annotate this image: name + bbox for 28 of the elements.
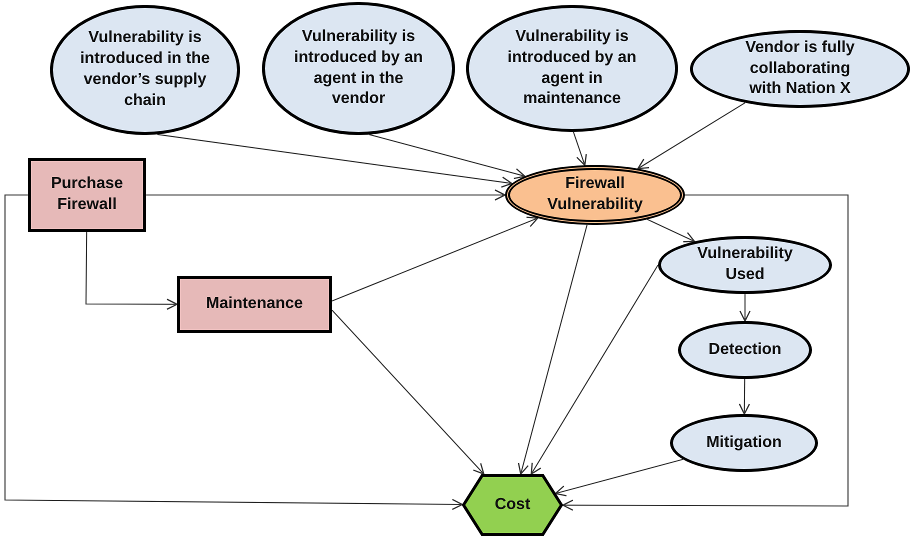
event-double-ellipse: [505, 165, 685, 225]
node-label: Vulnerability Used: [696, 244, 794, 285]
arrow: [146, 189, 506, 201]
arrow: [518, 224, 588, 475]
node-label: Maintenance: [206, 294, 303, 314]
arrow: [332, 216, 538, 302]
arrow: [85, 232, 178, 310]
arrow: [369, 134, 526, 180]
utility-hexagon: [462, 474, 563, 536]
node-label: Vendor is fully collaborating with Nation X: [744, 38, 856, 100]
node-label: Vulnerability is introduced by an agent in maintenance: [507, 26, 637, 110]
node-label: Vulnerability is introduced by an agent in the vendor: [293, 26, 424, 110]
node-label: Detection: [708, 340, 782, 360]
arrow: [530, 264, 658, 475]
node-label: Purchase Firewall: [50, 174, 124, 215]
arrow: [332, 310, 484, 475]
arrow: [738, 379, 750, 415]
node-label: Mitigation: [706, 432, 782, 453]
node-label: Cost: [494, 494, 530, 515]
node-label: Vulnerability is introduced in the vendor’s supply chain: [80, 28, 210, 111]
decision-box: [28, 158, 146, 232]
decision-box: [177, 276, 332, 333]
arrow: [554, 458, 684, 496]
node-label: Firewall Vulnerability: [546, 174, 644, 215]
arrow: [572, 132, 587, 166]
arrow: [4, 194, 463, 510]
arrow: [562, 194, 849, 511]
arrow: [739, 294, 751, 322]
